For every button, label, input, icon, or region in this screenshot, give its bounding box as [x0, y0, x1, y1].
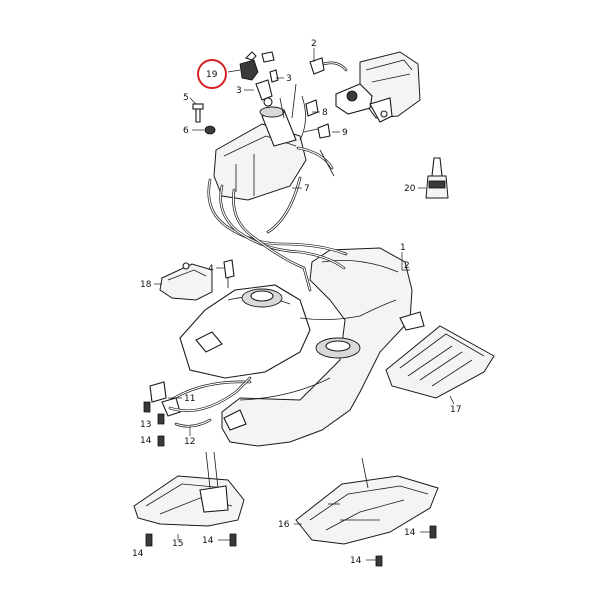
callout-6: 6: [183, 126, 189, 136]
sealant-bottle: [425, 157, 449, 199]
callout-8: 8: [322, 108, 328, 118]
leader-lines: [154, 48, 455, 561]
callout-5: 5: [183, 93, 189, 103]
callout-16: 16: [278, 520, 290, 530]
fuel-tank: [166, 247, 425, 447]
callout-14b: 14: [202, 536, 214, 546]
callout-14e: 14: [132, 549, 144, 559]
bolts: [143, 401, 437, 567]
callout-2a: 2: [311, 39, 317, 49]
callout-17: 17: [450, 405, 461, 415]
callout-18: 18: [140, 280, 152, 290]
callout-14a: 14: [140, 436, 152, 446]
callout-11: 11: [184, 394, 195, 404]
callout-7: 7: [304, 184, 310, 194]
callout-2b: 2: [404, 261, 410, 271]
callout-9: 9: [342, 128, 348, 138]
filler-neck-assembly: [213, 106, 307, 201]
sensor-4: [223, 259, 235, 288]
fuel-lines: [207, 83, 348, 292]
highlight-circle: [197, 59, 227, 89]
callout-13: 13: [140, 420, 151, 430]
callout-19: 19: [206, 70, 218, 80]
heat-shield-18: [159, 262, 213, 301]
callout-14c: 14: [404, 528, 416, 538]
callout-12: 12: [184, 437, 195, 447]
callout-1: 1: [400, 243, 406, 253]
skid-plate-15: [133, 451, 245, 527]
callout-15: 15: [172, 539, 183, 549]
evap-canister: [309, 51, 421, 123]
skid-plate-16: [295, 457, 439, 545]
callout-3b: 3: [236, 86, 242, 96]
callout-3a: 3: [286, 74, 292, 84]
connectors: [305, 99, 331, 139]
callout-20: 20: [404, 184, 416, 194]
callout-labels: 19 3 3 2 5 6 8 9 7 20 1 2 4 18 11 13 12 …: [132, 39, 461, 566]
filler-cap-parts: [192, 51, 279, 135]
callout-4: 4: [208, 264, 214, 274]
callout-14d: 14: [350, 556, 362, 566]
strap-bracket: [149, 376, 252, 428]
heat-shield-17: [385, 325, 495, 399]
